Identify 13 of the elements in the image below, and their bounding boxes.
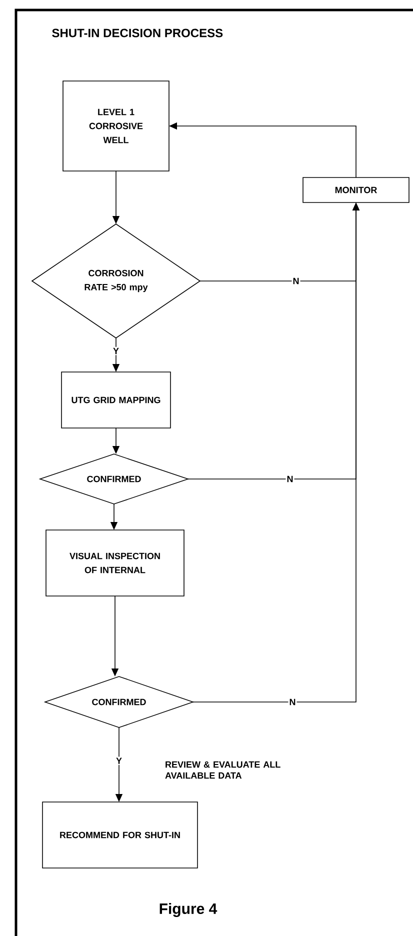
edge-label: Y xyxy=(112,346,120,356)
process-box: MONITOR xyxy=(302,177,410,203)
note: REVIEW & EVALUATE ALL AVAILABLE DATA xyxy=(165,761,280,779)
edge-label: N xyxy=(288,698,297,706)
process-box: UTG GRID MAPPING xyxy=(61,372,171,428)
title: SHUT-IN DECISION PROCESS xyxy=(52,28,223,38)
process-box: VISUAL INSPECTION OF INTERNAL xyxy=(46,530,184,596)
edge-label: N xyxy=(286,474,294,484)
caption: Figure 4 xyxy=(160,902,218,918)
process-box: RECOMMEND FOR SHUT-IN xyxy=(42,802,198,868)
edge-label: N xyxy=(292,276,300,286)
process-box: LEVEL 1 CORROSIVE WELL xyxy=(62,80,170,172)
edge-label: Y xyxy=(115,756,123,765)
